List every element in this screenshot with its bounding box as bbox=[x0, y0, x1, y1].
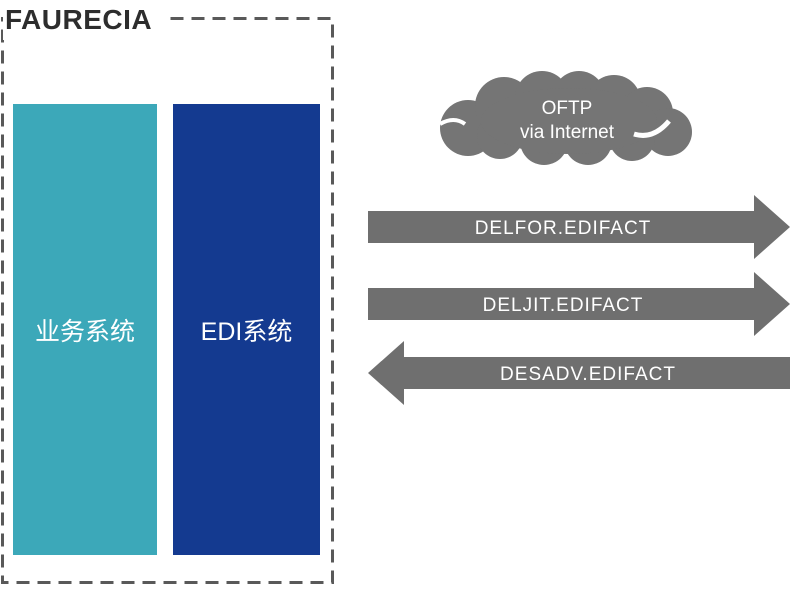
edi-system-box: EDI系统 bbox=[173, 104, 320, 555]
company-title: FAURECIA bbox=[3, 2, 167, 40]
cloud-notch-right bbox=[633, 119, 671, 138]
cloud-network-label: via Internet bbox=[520, 122, 615, 143]
desadv-label: DESADV.EDIFACT bbox=[500, 364, 676, 385]
right-arrow-shape bbox=[368, 195, 790, 259]
cloud-shape bbox=[440, 71, 692, 165]
right-arrow-shape bbox=[368, 272, 790, 336]
left-arrow-shape bbox=[368, 341, 790, 405]
desadv-message-arrow: DESADV.EDIFACT bbox=[368, 341, 790, 405]
delfor-label: DELFOR.EDIFACT bbox=[475, 218, 652, 239]
deljit-message-arrow: DELJIT.EDIFACT bbox=[368, 272, 790, 336]
cloud-protocol-label: OFTP bbox=[542, 98, 593, 119]
business-system-label: 业务系统 bbox=[34, 317, 135, 346]
edi-system-label: EDI系统 bbox=[200, 317, 293, 346]
deljit-label: DELJIT.EDIFACT bbox=[483, 295, 644, 316]
delfor-message-arrow: DELFOR.EDIFACT bbox=[368, 195, 790, 259]
business-system-box: 业务系统 bbox=[13, 104, 157, 555]
internet-cloud: OFTP via Internet bbox=[439, 71, 692, 165]
cloud-notch-left bbox=[439, 118, 467, 126]
